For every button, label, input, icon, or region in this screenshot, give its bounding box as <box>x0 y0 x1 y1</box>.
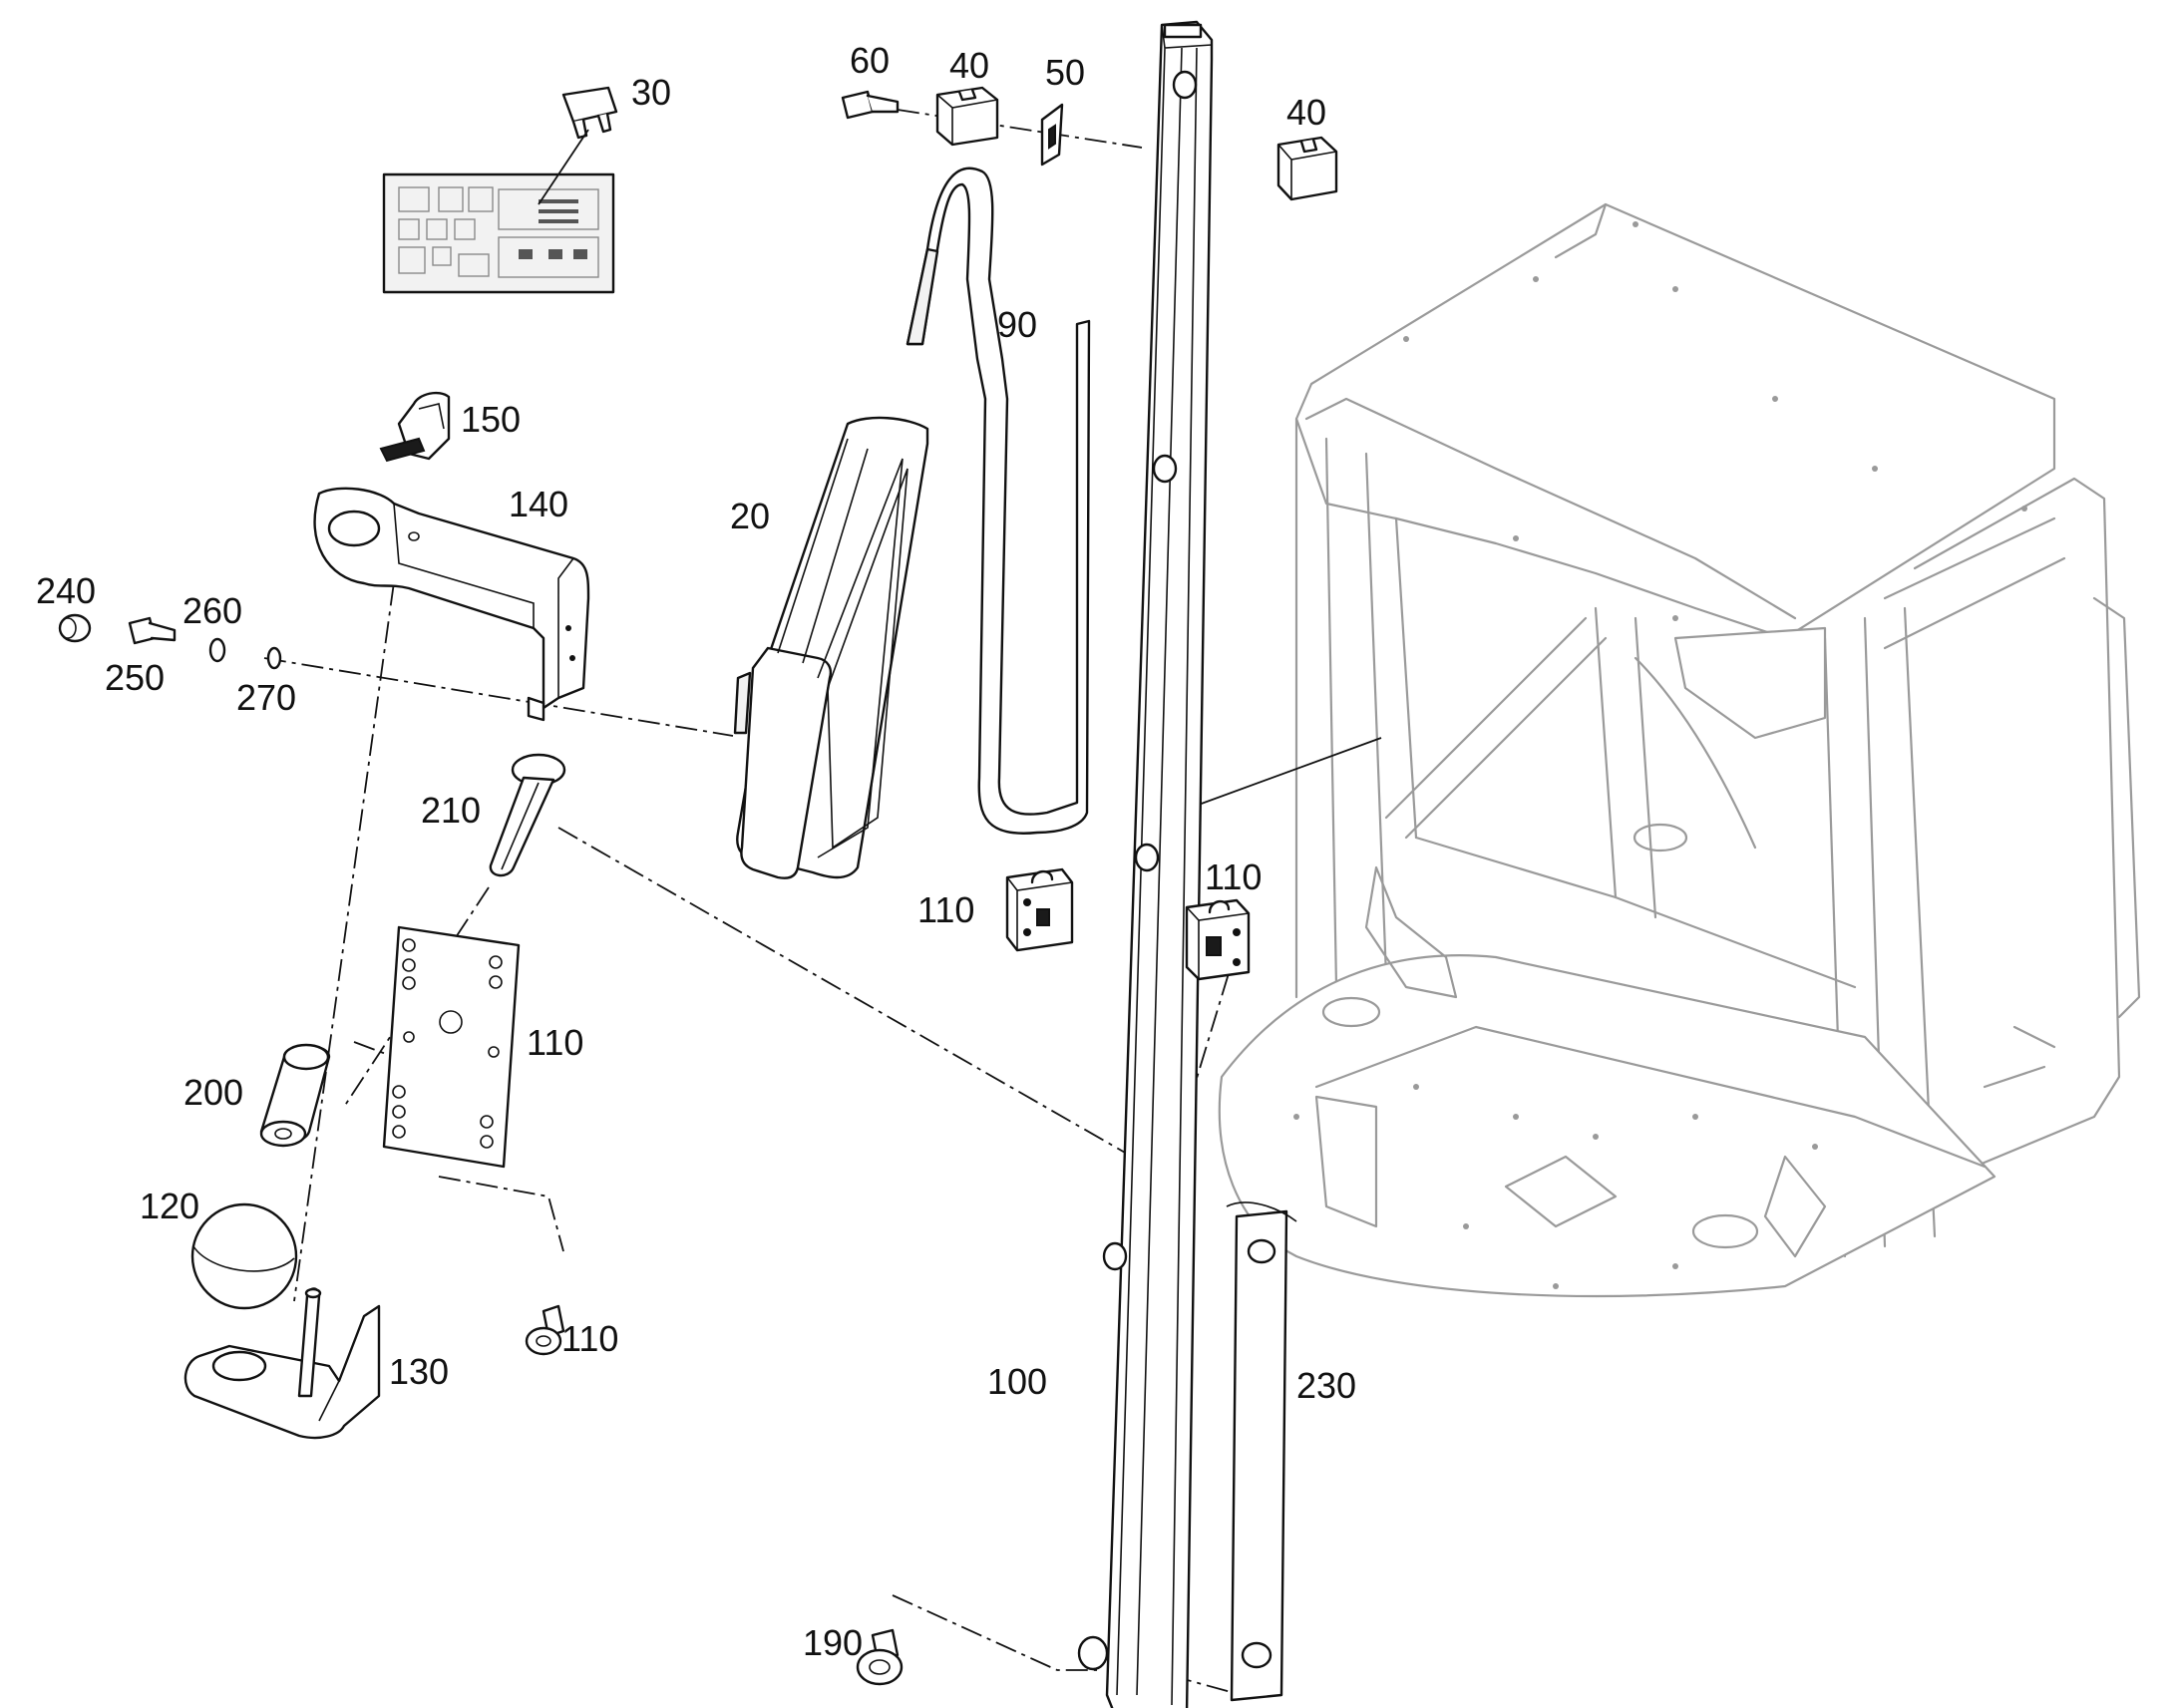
cab-frame <box>1218 202 2141 1298</box>
part-100-rail <box>1077 20 1214 1708</box>
part-250-bolt <box>128 616 177 645</box>
callout-110-plate: 110 <box>527 1022 583 1063</box>
callout-90: 90 <box>997 304 1037 345</box>
part-120-ball <box>190 1202 298 1310</box>
part-130-bracket <box>183 1287 381 1440</box>
callout-230: 230 <box>1296 1365 1356 1406</box>
part-20-display <box>733 416 929 879</box>
callout-190: 190 <box>803 1622 863 1663</box>
callout-100: 100 <box>987 1361 1047 1402</box>
part-50-washer <box>1040 103 1064 167</box>
callout-labels: 30 60 40 50 40 90 150 140 20 240 260 250… <box>36 40 1356 1663</box>
part-230-strip <box>1226 1201 1297 1702</box>
part-200-spacer <box>259 1043 331 1148</box>
part-110-clamp-right <box>1185 898 1251 981</box>
part-90-cable <box>906 167 1091 835</box>
part-30-fuse-and-board <box>382 86 618 294</box>
part-150-clip <box>379 391 451 463</box>
part-140-bracket <box>313 487 590 722</box>
part-110-clamp-left <box>1005 867 1074 952</box>
assembly-leader-lines <box>263 109 1382 1696</box>
callout-40-right: 40 <box>1286 92 1326 133</box>
part-260-washer <box>208 637 226 663</box>
part-190-screw <box>856 1628 904 1686</box>
callout-150: 150 <box>461 399 521 440</box>
part-110-plate <box>382 925 521 1169</box>
part-40-clip-right <box>1276 136 1338 201</box>
callout-110-clamp-right: 110 <box>1205 856 1262 897</box>
callout-120: 120 <box>140 1186 199 1226</box>
callout-210: 210 <box>421 790 481 831</box>
part-270-washer <box>266 646 282 670</box>
callout-60: 60 <box>850 40 890 81</box>
part-110-bolt <box>525 1304 565 1356</box>
callout-40-top: 40 <box>949 45 989 86</box>
callout-270: 270 <box>236 677 296 718</box>
callout-130: 130 <box>389 1351 449 1392</box>
part-210-pin <box>489 753 566 877</box>
callout-260: 260 <box>182 590 242 631</box>
part-240-cap <box>58 613 92 643</box>
callout-30: 30 <box>631 72 671 113</box>
callout-240: 240 <box>36 570 96 611</box>
callout-110-clamp-left: 110 <box>917 889 974 930</box>
callout-140: 140 <box>509 484 568 524</box>
callout-50: 50 <box>1045 52 1085 93</box>
part-60-bolt <box>841 90 900 120</box>
part-40-clip-top <box>935 86 999 147</box>
callout-250: 250 <box>105 657 165 698</box>
callout-110-bolt: 110 <box>561 1318 618 1359</box>
callout-200: 200 <box>183 1072 243 1113</box>
callout-20: 20 <box>730 496 770 536</box>
